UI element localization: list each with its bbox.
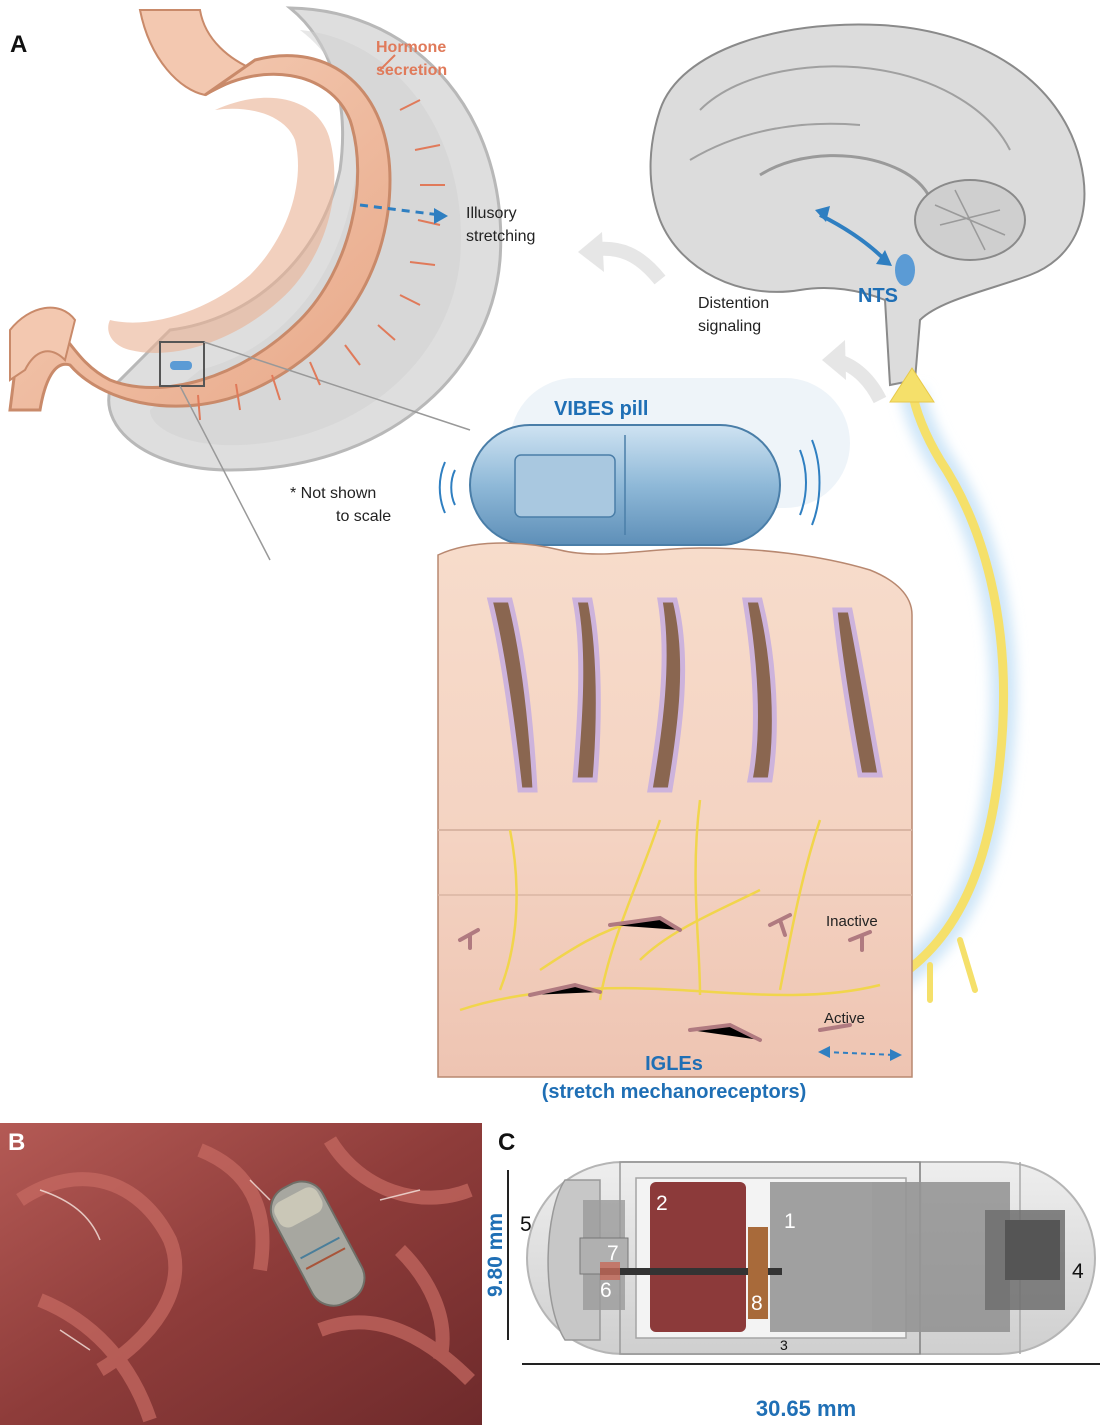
component-3-label: 3 (780, 1337, 788, 1353)
inactive-label: Inactive (826, 913, 878, 930)
component-6-label: 6 (600, 1279, 612, 1302)
panel-a: A (8, 6, 1086, 1103)
vagal-signal-arrow (870, 385, 1009, 995)
gastric-tissue-section (437, 542, 913, 1078)
illusory-label-1: Illusory (466, 205, 517, 222)
vibes-pill (438, 378, 850, 546)
dim-length-label: 30.65 mm (756, 1396, 856, 1421)
panel-a-letter: A (10, 31, 27, 58)
igle-receptors (458, 913, 872, 1042)
distention-label-2: signaling (698, 318, 761, 335)
dim-height-label: 9.80 mm (484, 1213, 507, 1297)
nts-region (895, 254, 915, 286)
component-1-label: 1 (784, 1210, 796, 1233)
stomach-illustration (8, 6, 503, 561)
scale-note-1: * Not shown (290, 485, 376, 502)
component-2-motor (650, 1182, 746, 1332)
zoom-box (159, 341, 205, 387)
component-8-label: 8 (751, 1292, 763, 1315)
vibes-pill-label: VIBES pill (554, 398, 648, 420)
hormone-arrows (197, 54, 445, 421)
hormone-label-2: secretion (376, 62, 447, 79)
panel-b: B (0, 1123, 482, 1425)
panel-c-letter: C (498, 1129, 515, 1156)
active-stretch-arrow (824, 1051, 896, 1056)
scale-note-2: to scale (336, 508, 391, 525)
illusory-label-2: stretching (466, 228, 535, 245)
component-2-label: 2 (656, 1192, 668, 1215)
component-7-label: 7 (607, 1242, 619, 1265)
panel-c: C 9.80 mm 30.65 mm (484, 1129, 1100, 1421)
pill-in-stomach (269, 1180, 366, 1307)
component-4-label: 4 (1072, 1260, 1084, 1283)
component-8-part (748, 1227, 768, 1319)
brain-illustration (649, 23, 1086, 387)
nts-label: NTS (858, 285, 898, 307)
capsule-schematic (526, 1161, 1096, 1355)
panel-b-letter: B (8, 1129, 25, 1156)
active-label: Active (824, 1010, 865, 1027)
igles-sublabel: (stretch mechanoreceptors) (542, 1081, 807, 1103)
igles-label: IGLEs (645, 1053, 703, 1075)
hormone-label-1: Hormone (376, 39, 446, 56)
distention-label-1: Distention (698, 295, 769, 312)
component-5-label: 5 (520, 1213, 532, 1236)
